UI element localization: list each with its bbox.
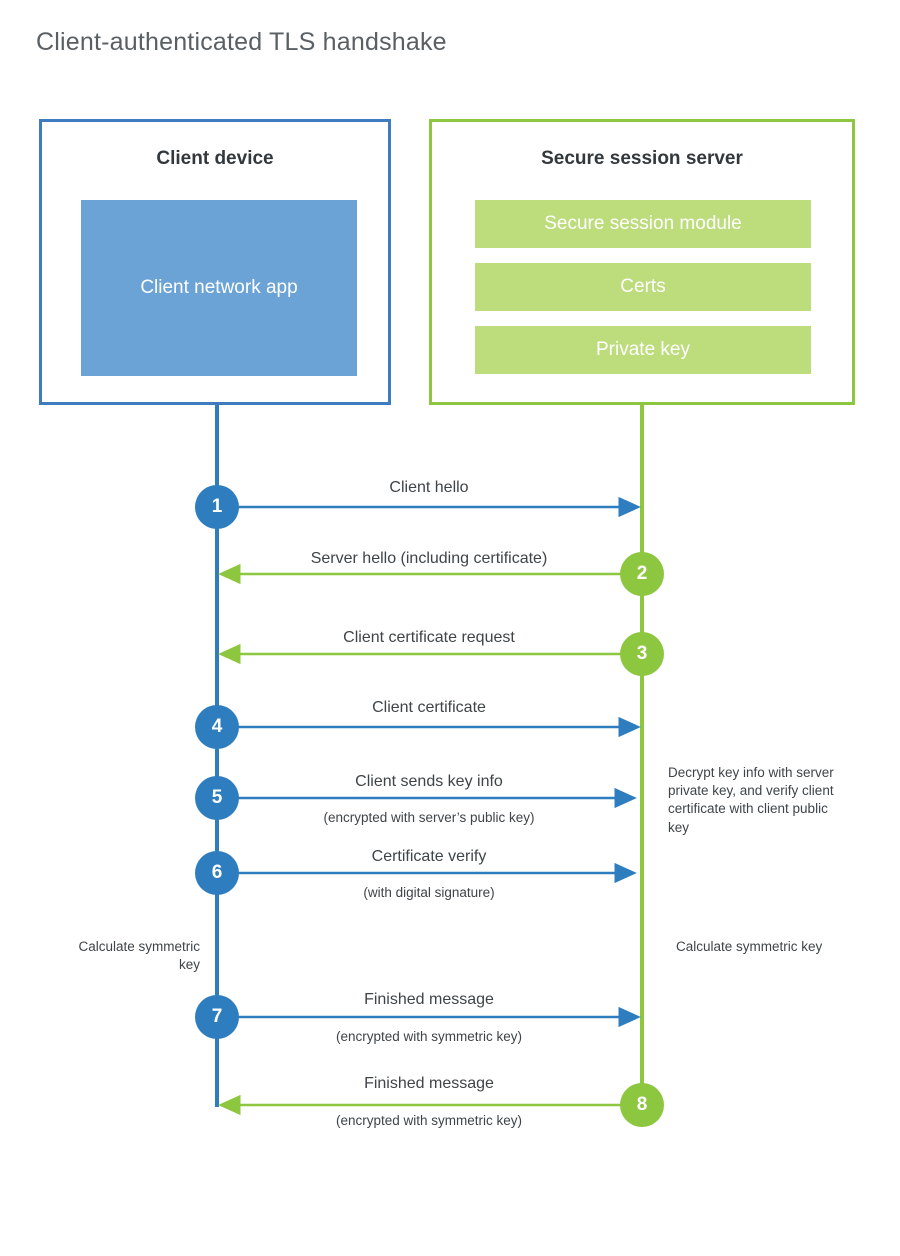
step-sublabel-6: (with digital signature) bbox=[363, 885, 495, 900]
step-circle-8[interactable]: 8 bbox=[620, 1083, 664, 1127]
step-label-8: Finished message bbox=[364, 1075, 494, 1092]
step-label-3: Client certificate request bbox=[343, 629, 515, 646]
step-circle-5[interactable]: 5 bbox=[195, 776, 239, 820]
secure-session-module-block: Secure session module bbox=[475, 200, 811, 248]
step-circle-2[interactable]: 2 bbox=[620, 552, 664, 596]
client-network-app-block: Client network app bbox=[81, 200, 357, 376]
note-server-calculate-symmetric-key: Calculate symmetric key bbox=[676, 939, 823, 954]
step-label-1: Client hello bbox=[389, 479, 469, 496]
step-sublabel-8: (encrypted with symmetric key) bbox=[335, 1113, 523, 1128]
page-title: Client-authenticated TLS handshake bbox=[36, 28, 447, 56]
step-label-4: Client certificate bbox=[372, 699, 486, 716]
step-circle-6[interactable]: 6 bbox=[195, 851, 239, 895]
step-circle-3[interactable]: 3 bbox=[620, 632, 664, 676]
step-label-5: Client sends key info bbox=[355, 773, 503, 790]
certs-block: Certs bbox=[475, 263, 811, 311]
client-device-title: Client device bbox=[156, 148, 274, 169]
step-circle-1[interactable]: 1 bbox=[195, 485, 239, 529]
step-label-2: Server hello (including certificate) bbox=[310, 550, 548, 567]
step-sublabel-5: (encrypted with server’s public key) bbox=[323, 810, 535, 825]
note-client-calculate-symmetric-key: Calculate symmetric key bbox=[78, 939, 200, 973]
note-server-decrypt: Decrypt key info with server private key… bbox=[668, 765, 834, 835]
step-circle-7[interactable]: 7 bbox=[195, 995, 239, 1039]
private-key-block: Private key bbox=[475, 326, 811, 374]
actor-box-secure-session-server: Secure session server Secure session mod… bbox=[429, 119, 855, 405]
step-label-6: Certificate verify bbox=[371, 848, 487, 865]
step-sublabel-7: (encrypted with symmetric key) bbox=[335, 1029, 523, 1044]
secure-session-server-title: Secure session server bbox=[541, 148, 743, 169]
actor-box-client-device: Client device Client network app bbox=[39, 119, 391, 405]
step-label-7: Finished message bbox=[364, 991, 494, 1008]
step-circle-4[interactable]: 4 bbox=[195, 705, 239, 749]
